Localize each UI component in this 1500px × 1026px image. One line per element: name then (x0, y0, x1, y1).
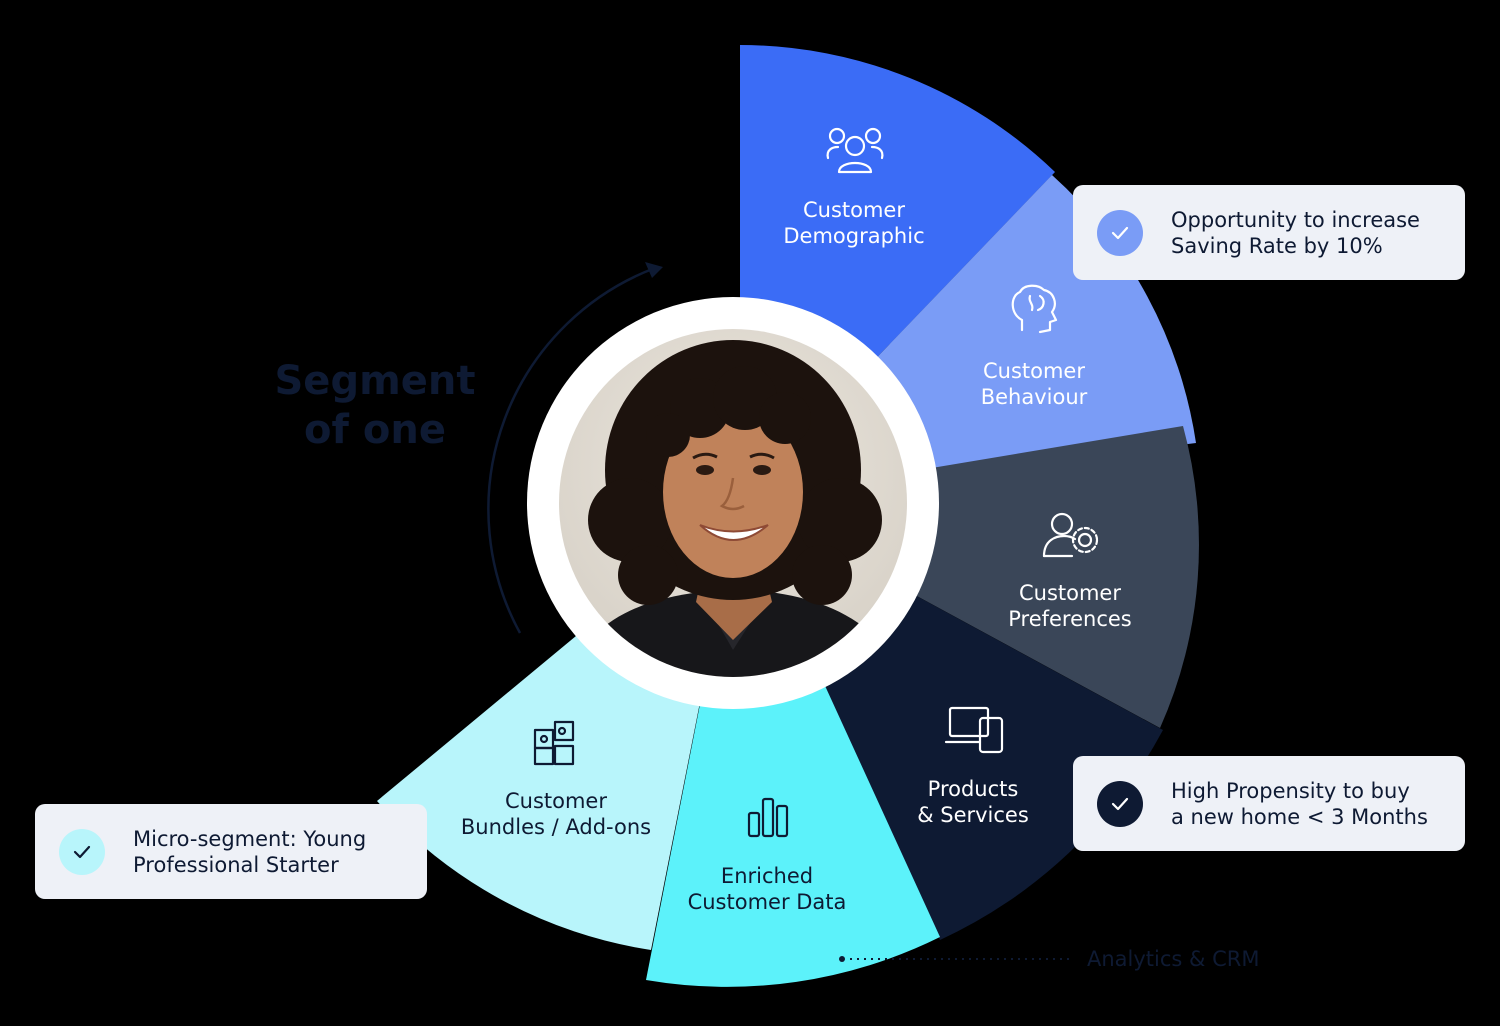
segment-label-preferences-line2: Preferences (1008, 607, 1132, 631)
callout-line: Opportunity to increase (1171, 207, 1420, 232)
check-icon (1111, 226, 1129, 239)
callout-text: Opportunity to increase Saving Rate by 1… (1171, 207, 1420, 259)
footer-label: Analytics & CRM (1087, 947, 1259, 971)
segment-label-bundles: Customer (505, 789, 607, 813)
check-badge (1097, 780, 1143, 827)
puzzle-icon (533, 720, 575, 766)
callout-card-microsegment: Micro-segment: Young Professional Starte… (35, 804, 427, 899)
callout-card-saving: Opportunity to increase Saving Rate by 1… (1073, 185, 1465, 280)
segment-label-preferences: Customer (1019, 581, 1121, 605)
segment-label-products-line2: & Services (917, 803, 1029, 827)
segment-label-enriched: Enriched (721, 864, 813, 888)
segment-label-demographic: Customer (803, 198, 905, 222)
user-gear-icon (1042, 512, 1099, 558)
callout-card-propensity: High Propensity to buy a new home < 3 Mo… (1073, 756, 1465, 851)
segment-label-enriched-line2: Customer Data (688, 890, 847, 914)
curved-arrow (487, 266, 656, 634)
segment-label-bundles-line2: Bundles / Add-ons (461, 815, 651, 839)
check-badge (59, 828, 105, 875)
check-icon (73, 845, 91, 858)
diagram-title-line2: of one (304, 407, 446, 453)
arrow-head-icon (645, 262, 663, 278)
callout-line: a new home < 3 Months (1171, 804, 1428, 829)
connector-dot (839, 956, 845, 962)
segment-label-demographic-line2: Demographic (783, 224, 924, 248)
callout-line: Saving Rate by 10% (1171, 233, 1383, 258)
diagram-title: Segment (275, 358, 476, 404)
callout-text: Micro-segment: Young Professional Starte… (133, 826, 366, 878)
users-icon (826, 127, 884, 174)
callout-line: High Propensity to buy (1171, 778, 1410, 803)
brain-icon (1011, 284, 1058, 334)
bar-chart-icon (747, 797, 789, 838)
callout-line: Professional Starter (133, 852, 339, 877)
check-icon (1111, 797, 1129, 810)
callout-text: High Propensity to buy a new home < 3 Mo… (1171, 778, 1428, 830)
segment-label-behaviour: Customer (983, 359, 1085, 383)
callout-line: Micro-segment: Young (133, 826, 367, 851)
segment-label-products: Products (928, 777, 1019, 801)
check-badge (1097, 209, 1143, 256)
segment-label-behaviour-line2: Behaviour (981, 385, 1088, 409)
devices-icon (944, 706, 1004, 754)
